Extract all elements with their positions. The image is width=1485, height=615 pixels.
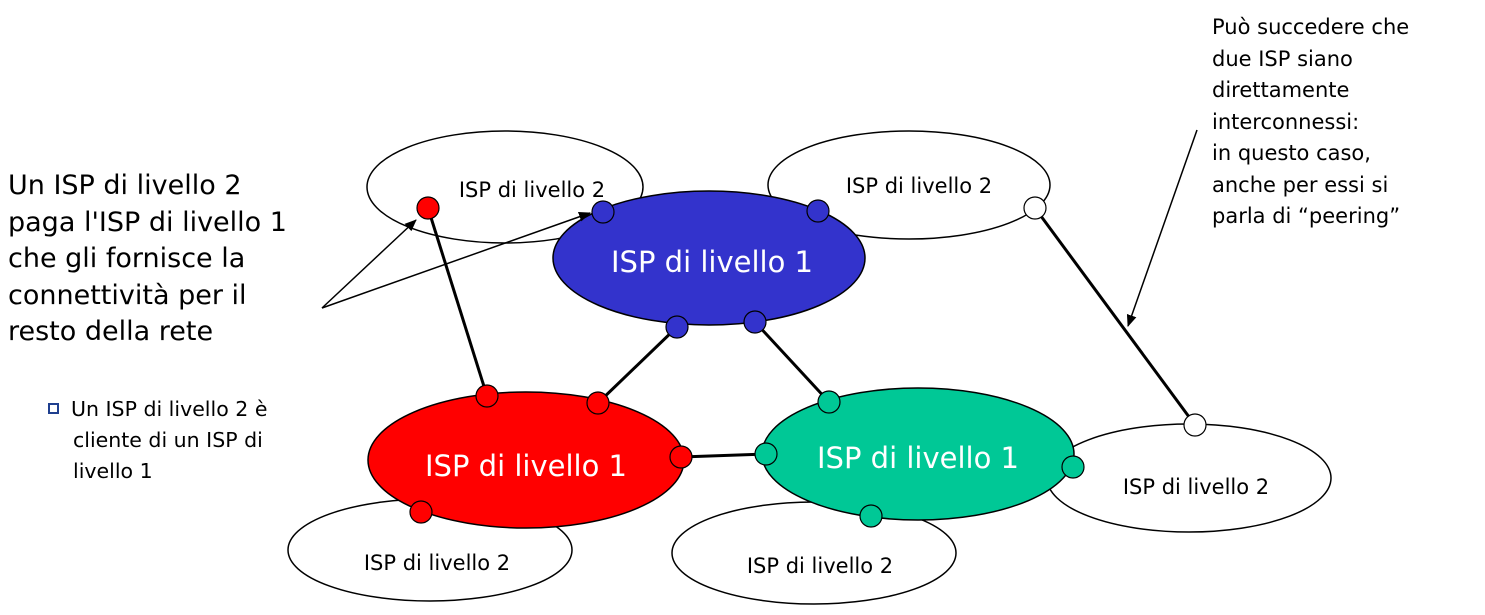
link-tier2-peering (1033, 207, 1197, 426)
left-text-line: che gli fornisce la (8, 243, 246, 274)
left-text-line: Un ISP di livello 2 (8, 170, 242, 201)
router-dot-white (1023, 196, 1047, 220)
tier1-isp-top (552, 190, 866, 326)
link-tier1-top-to-tier1-left (596, 325, 679, 405)
tier1-isp-top-label: ISP di livello 1 (611, 245, 813, 279)
router-dot-green (859, 504, 883, 528)
tier2-isp-top-right-label: ISP di livello 2 (846, 174, 992, 198)
tier1-isp-right-label: ISP di livello 1 (817, 441, 1019, 475)
tier1-isp-left-label: ISP di livello 1 (425, 449, 627, 483)
router-dot-red (586, 391, 610, 415)
router-dot-blue (743, 310, 767, 334)
router-dot-red (669, 445, 693, 469)
router-dot-red (475, 384, 499, 408)
tier2-isp-bottom-center-label: ISP di livello 2 (747, 554, 893, 578)
router-dot-blue (665, 315, 689, 339)
router-dot-blue (591, 200, 615, 224)
arrow-to-red-router (321, 219, 417, 309)
link-tier2-topleft-to-tier1-left (426, 207, 489, 397)
tier2-isp-right-label: ISP di livello 2 (1123, 475, 1269, 499)
square-bullet-icon (48, 403, 59, 414)
router-dot-red (416, 196, 440, 220)
left-explanation: Un ISP di livello 2 paga l'ISP di livell… (8, 168, 348, 351)
left-sub-bullet: Un ISP di livello 2 è cliente di un ISP … (48, 394, 348, 487)
link-tier1-left-to-tier1-right (680, 452, 767, 459)
router-dot-white (1183, 413, 1207, 437)
router-dot-green (754, 442, 778, 466)
left-text-line: connettività per il (8, 279, 247, 311)
arrow-to-peering-link (1126, 129, 1198, 327)
sub-bullet-line: Un ISP di livello 2 è (71, 397, 268, 421)
left-text-line: resto della rete (8, 316, 214, 347)
tier2-isp-top-left-label: ISP di livello 2 (459, 178, 605, 202)
right-text-line: in questo caso, (1212, 141, 1371, 165)
tier2-isp-bottom-left-label: ISP di livello 2 (364, 551, 510, 575)
right-text-line: parla di “peering” (1212, 204, 1401, 228)
router-dot-blue (806, 199, 830, 223)
right-text-line: interconnessi: (1212, 109, 1360, 134)
tier2-isp-top-right (767, 130, 1051, 240)
link-tier1-top-to-tier1-right (753, 320, 831, 404)
router-dot-green (1061, 455, 1085, 479)
right-text-line: due ISP siano (1212, 46, 1353, 71)
left-text-line: paga l'ISP di livello 1 (8, 206, 287, 238)
right-text-line: anche per essi si (1212, 172, 1389, 197)
router-dot-red (409, 500, 433, 524)
router-dot-green (817, 390, 841, 414)
sub-bullet-line: livello 1 (73, 459, 153, 483)
right-text-line: direttamente (1212, 78, 1350, 102)
peering-note: Può succedere che due ISP siano direttam… (1212, 12, 1482, 233)
arrow-to-blue-router (321, 211, 591, 309)
sub-bullet-line: cliente di un ISP di (73, 428, 263, 452)
right-text-line: Può succedere che (1212, 15, 1410, 39)
